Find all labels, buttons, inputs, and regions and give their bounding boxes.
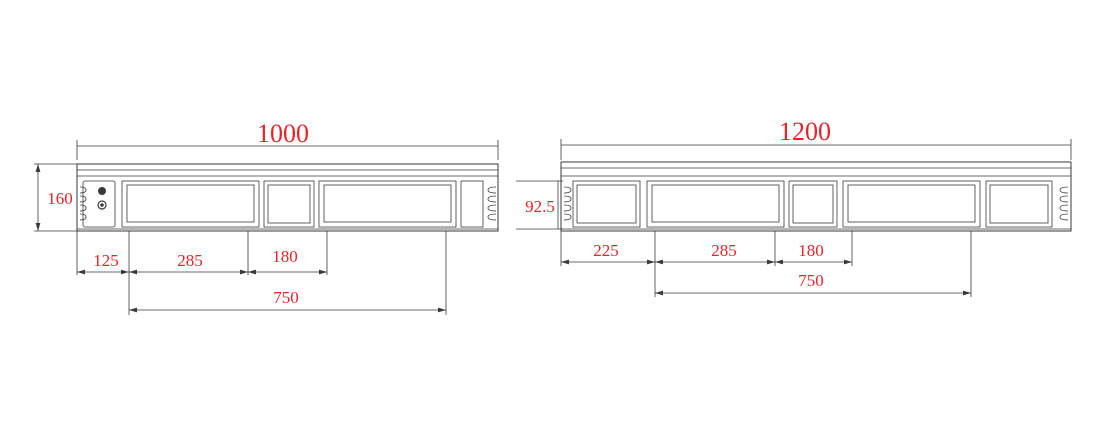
left-dim-125: 125: [77, 251, 129, 275]
left-overall-width-dimension: 1000: [76, 119, 499, 160]
right-dim-a-label: 225: [593, 241, 619, 260]
right-height-dimension: 92.5: [516, 180, 563, 230]
right-pallet-body: [560, 161, 1072, 232]
left-dim-750: 750: [129, 288, 446, 313]
left-bolt-hole-top: [98, 187, 106, 195]
left-dim-c-label: 180: [272, 247, 298, 266]
right-dim-750: 750: [655, 271, 971, 296]
right-dim-180: 180: [775, 241, 852, 265]
right-dim-225: 225: [561, 241, 655, 265]
right-height-label: 92.5: [525, 197, 555, 216]
right-overall-width-label: 1200: [779, 117, 831, 146]
left-dim-a-label: 125: [93, 251, 119, 270]
left-height-dimension: 160: [34, 163, 77, 232]
left-bolt-hole-bottom: [97, 200, 107, 210]
left-dim-total-label: 750: [273, 288, 299, 307]
right-dim-b-label: 285: [711, 241, 737, 260]
left-pallet-view: 1000: [34, 119, 499, 315]
left-overall-width-label: 1000: [257, 119, 309, 148]
left-pallet-body: [76, 163, 499, 232]
right-dim-c-label: 180: [798, 241, 824, 260]
right-pallet-view: 1200 92.5: [516, 117, 1072, 297]
right-dim-285: 285: [655, 241, 775, 265]
right-dim-total-label: 750: [798, 271, 824, 290]
left-dim-285: 285: [129, 251, 248, 275]
right-overall-width-dimension: 1200: [560, 117, 1072, 160]
left-height-label: 160: [47, 189, 73, 208]
left-dim-b-label: 285: [177, 251, 203, 270]
left-dim-180: 180: [248, 247, 327, 275]
